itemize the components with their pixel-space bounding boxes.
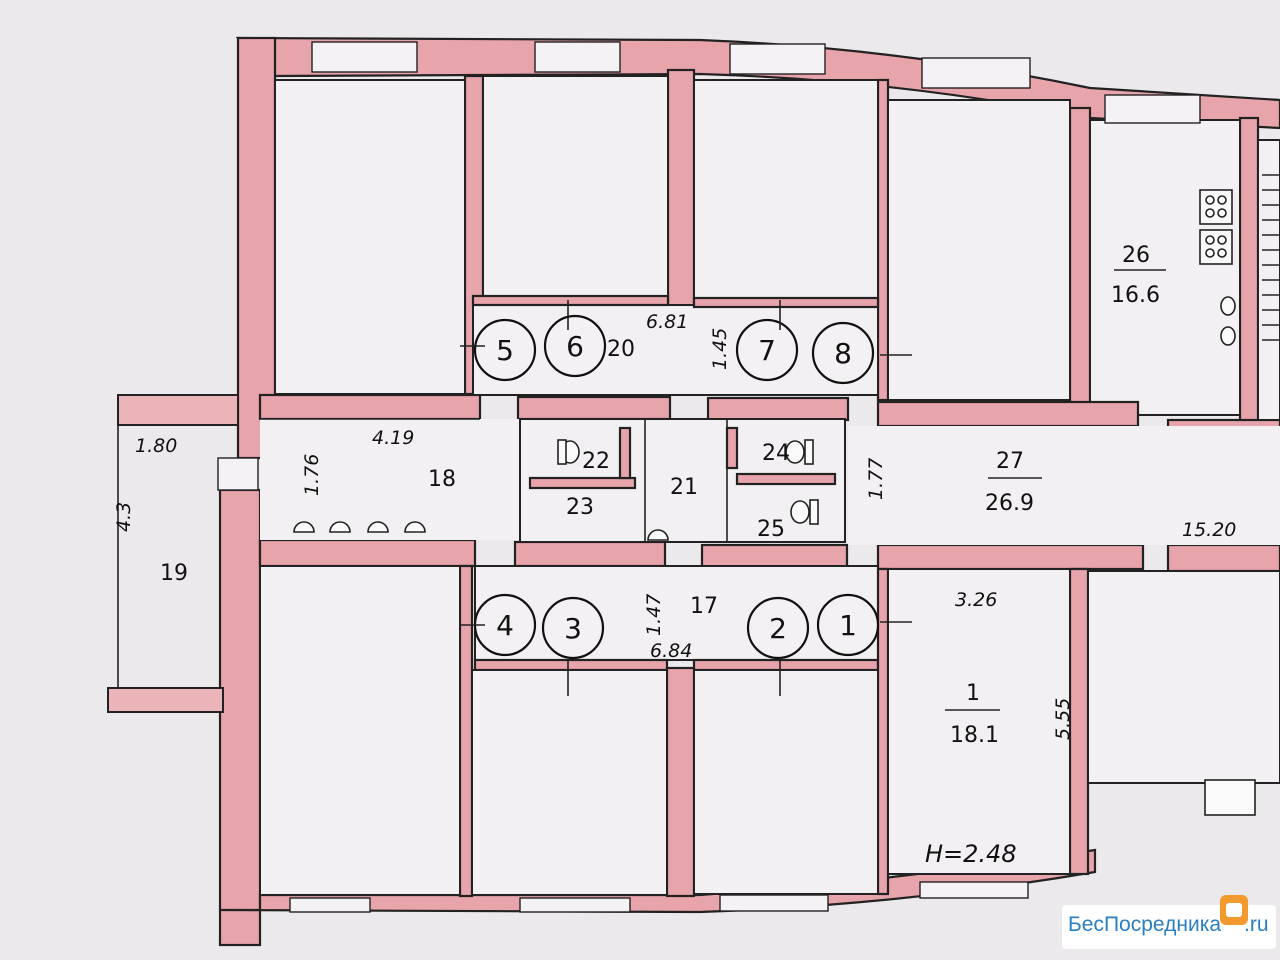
circle-marker-6: 6 [543,314,607,378]
dim-1-76: 1.76 [301,454,323,496]
watermark-logo: БесПосредника .ru [1062,895,1276,949]
dim-4-3: 4.3 [113,502,135,532]
dim-1-80: 1.80 [135,435,177,457]
annex-wall-top [117,394,239,426]
room-1 [887,568,1071,875]
room-23-label: 23 [566,495,594,520]
room-17-label: 17 [690,594,718,619]
dim-4-19: 4.19 [372,427,414,449]
dim-3-26: 3.26 [955,589,997,611]
room-bottom-1 [259,565,461,896]
room-21-label: 21 [670,475,698,500]
room-27-area: 26.9 [985,491,1034,516]
circle-marker-4: 4 [473,593,537,657]
room-18 [260,419,520,540]
room-22-label: 22 [582,449,610,474]
dim-6-84: 6.84 [650,640,692,662]
circle-shape-8 [811,321,875,385]
circle-marker-1: 1 [816,593,880,657]
room-1-number: 1 [966,681,980,706]
corridor-wall-lower [258,538,477,568]
room-top-2 [482,75,669,297]
circle-shape-1 [816,593,880,657]
circle-shape-6 [543,314,607,378]
room-27 [848,426,1280,545]
dim-15-20: 15.20 [1182,519,1236,541]
room-top-3 [693,79,879,299]
room-bottom-2 [471,669,668,896]
circle-label-5: 5 [496,334,514,367]
room-24-label: 24 [762,441,790,466]
room-1-area: 18.1 [950,723,999,748]
watermark-text: БесПосредника [1068,913,1222,936]
circle-shape-2 [746,596,810,660]
annex-wall-bottom [107,687,224,713]
circle-marker-5: 5 [473,318,537,382]
circle-label-6: 6 [566,330,584,363]
circle-label-7: 7 [758,334,776,367]
circle-label-3: 3 [564,612,582,645]
corridor-wall-upper [258,393,482,421]
circle-label-2: 2 [769,612,787,645]
room-26 [1089,119,1241,416]
door-annex [217,457,259,491]
circle-marker-7: 7 [735,318,799,382]
watermark-suffix: .ru [1244,913,1269,936]
circle-shape-5 [473,318,537,382]
circle-label-4: 4 [496,609,514,642]
dim-1-45: 1.45 [709,328,731,370]
room-top-4 [887,99,1071,401]
dim-5-55: 5.55 [1052,698,1074,740]
room-bottom-right [1087,570,1280,784]
circle-marker-2: 2 [746,596,810,660]
outer-wall-left-lower [218,488,262,947]
dim-1-47: 1.47 [643,594,665,636]
dim-6-81: 6.81 [646,311,688,333]
dim-1-77: 1.77 [865,458,887,500]
cat-logo-icon [1220,895,1248,925]
room-20 [472,304,879,396]
circle-label-8: 8 [834,337,852,370]
room-19-label: 19 [160,561,188,586]
room-26-number: 26 [1122,243,1150,268]
room-25-label: 25 [757,517,785,542]
circle-label-1: 1 [839,609,857,642]
room-top-1 [274,79,466,395]
room-bottom-3 [693,669,879,895]
circle-marker-8: 8 [811,321,875,385]
room-26-area: 16.6 [1111,283,1160,308]
circle-marker-3: 3 [541,596,605,660]
room-17 [474,565,879,661]
circle-shape-7 [735,318,799,382]
circle-shape-3 [541,596,605,660]
room-20-label: 20 [607,337,635,362]
room-27-number: 27 [996,449,1024,474]
ceiling-height: H=2.48 [925,840,1017,868]
room-18-label: 18 [428,467,456,492]
